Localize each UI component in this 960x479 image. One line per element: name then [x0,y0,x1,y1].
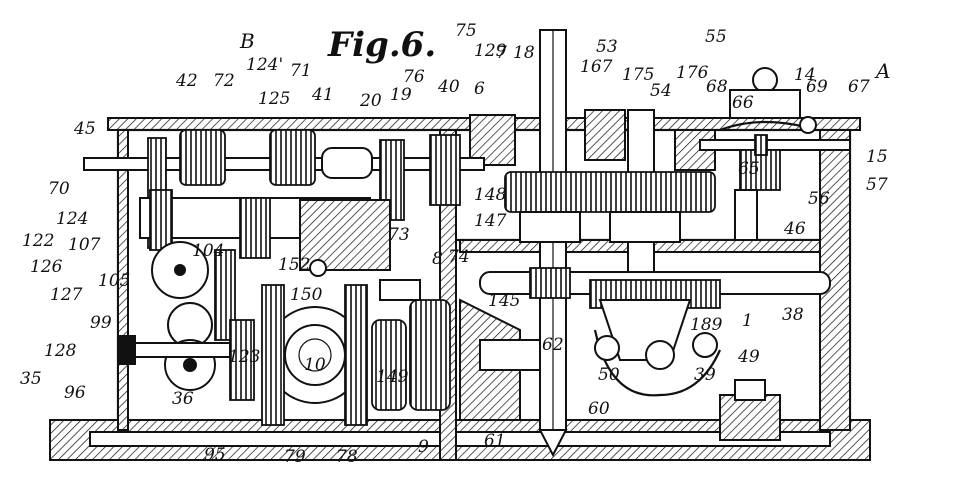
numeral: 20 [359,91,382,111]
numeral: 18 [513,43,535,63]
numeral: 148 [474,185,507,205]
figure-title: Fig.6. [327,25,436,65]
numeral: 67 [848,77,870,97]
numeral: 73 [388,225,410,245]
label-B: B [239,29,255,53]
numeral: 62 [542,335,564,355]
numeral: 60 [588,399,610,419]
numeral: 125 [258,89,290,109]
numeral: 6 [474,79,485,99]
right-top-mechanism [699,67,851,241]
left-shaft-assembly [83,129,485,271]
numeral: 40 [437,77,460,97]
numeral: 145 [488,291,520,311]
numeral: 42 [175,71,198,91]
numeral: 38 [782,305,804,325]
numeral: 123 [228,347,260,367]
numeral: 69 [806,77,828,97]
numeral: 96 [64,383,86,403]
upper-gear-row [469,109,716,243]
numeral: 57 [866,175,888,195]
numeral: 39 [694,365,716,385]
numeral: 65 [738,159,760,179]
numeral: 15 [866,147,888,167]
numeral: 105 [98,271,130,291]
numeral: 68 [706,77,728,97]
numeral: 66 [732,93,754,113]
numeral: 9 [418,437,429,457]
right-lower-assembly [479,267,831,441]
numeral: 78 [336,447,358,467]
numeral: 41 [311,85,334,105]
numeral: 122 [22,231,54,251]
numeral: 19 [390,85,412,105]
numeral: 175 [622,65,654,85]
numeral: 54 [650,81,672,101]
numeral: 72 [213,71,235,91]
numeral: 46 [783,219,806,239]
numeral: 50 [598,365,620,385]
numeral: 49 [737,347,760,367]
numeral: 99 [90,313,112,333]
numeral: 1 [742,311,753,331]
numeral: 107 [68,235,101,255]
numeral: 167 [580,57,613,77]
numeral: 124' [246,55,283,75]
numeral: 189 [690,315,723,335]
numeral: 176 [676,63,709,83]
numeral: 35 [20,369,42,389]
numeral: 152 [278,255,310,275]
bevel-gear [261,259,368,426]
numeral: 56 [808,189,830,209]
numeral: 7 [496,43,507,63]
left-lower-gears [118,241,255,401]
numeral: 53 [596,37,618,57]
numeral: 150 [290,285,323,305]
numeral: 61 [484,431,506,451]
numeral: 14 [794,65,816,85]
numeral: 129 [474,41,507,61]
numeral: 127 [50,285,83,305]
numeral: 36 [172,389,194,409]
center-gears [371,279,541,421]
numeral: 149 [376,367,409,387]
numeral: 147 [474,211,507,231]
numeral: 79 [284,447,306,467]
numeral: 128 [44,341,77,361]
numeral: 70 [48,179,70,199]
numeral: 45 [73,119,96,139]
numeral: 95 [204,445,226,465]
reference-numerals: 42 72 124' 71 41 20 19 76 75 129 7 18 40… [20,21,888,467]
numeral: 75 [455,21,477,41]
label-A: A [874,59,890,83]
numeral: 124 [56,209,88,229]
numeral: 71 [290,61,312,81]
numeral: 74 [448,247,470,267]
numeral: 55 [705,27,727,47]
numeral: 10 [304,355,326,375]
numeral: 126 [30,257,63,277]
numeral: 104 [192,241,224,261]
numeral: 76 [403,67,425,87]
numeral: 8 [432,249,443,269]
